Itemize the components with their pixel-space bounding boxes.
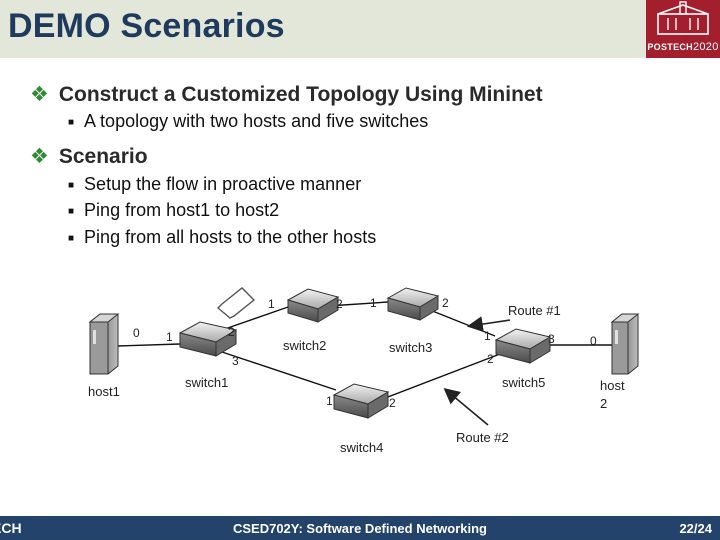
route2-pointer-icon [443, 387, 489, 426]
host2-label-line2: 2 [600, 396, 608, 411]
host1-icon [88, 313, 120, 375]
port-label: 2 [487, 352, 494, 366]
link-switch1-switch4 [221, 351, 337, 391]
square-bullet-icon: ■ [68, 117, 75, 128]
switch2-label: switch2 [283, 338, 327, 353]
square-bullet-icon: ■ [68, 206, 75, 217]
link-switch4-switch5 [379, 353, 501, 401]
page-number: 22/24 [679, 521, 712, 536]
switch5-icon [494, 328, 552, 364]
link-host1-switch1 [117, 343, 181, 347]
diamond-bullet-icon: ❖ [30, 83, 49, 106]
slide-footer: ECH CSED702Y: Software Defined Networkin… [0, 516, 720, 540]
bullet-text: Scenario [58, 145, 148, 168]
port-label: 0 [133, 326, 140, 340]
logo-name: POSTECH [647, 42, 693, 52]
switch3-icon [386, 287, 440, 321]
route1-pointer-icon [466, 316, 511, 333]
bullet-text: Construct a Customized Topology Using Mi… [58, 83, 543, 106]
port-label: 2 [442, 296, 449, 310]
switch4-label: switch4 [340, 440, 384, 455]
sub-bullet: ■ A topology with two hosts and five swit… [68, 111, 428, 132]
port-label: 3 [232, 354, 239, 368]
host2-icon [610, 313, 640, 375]
sub-bullet: ■ Setup the flow in proactive manner [68, 174, 361, 195]
switch5-label: switch5 [502, 375, 546, 390]
route1-label: Route #1 [508, 303, 561, 318]
slide-header: DEMO Scenarios POSTECH2020 [0, 0, 720, 58]
host2-label-line1: host [600, 378, 625, 393]
bullet-topology: ❖ Construct a Customized Topology Using M… [30, 82, 543, 107]
port-label: 3 [548, 332, 555, 346]
route-highlight-arrow-icon [216, 287, 256, 319]
sub-bullet-text: Setup the flow in proactive manner [84, 174, 362, 194]
diamond-bullet-icon: ❖ [30, 145, 49, 168]
postech-logo: POSTECH2020 [646, 0, 720, 58]
port-label: 2 [336, 297, 343, 311]
building-icon [657, 1, 709, 35]
sub-bullet: ■ Ping from host1 to host2 [68, 200, 279, 221]
port-label: 0 [590, 334, 597, 348]
switch4-icon [332, 383, 390, 419]
square-bullet-icon: ■ [68, 180, 75, 191]
route2-label: Route #2 [456, 430, 509, 445]
port-label: 1 [484, 329, 491, 343]
port-label: 1 [326, 394, 333, 408]
port-label: 2 [228, 325, 235, 339]
port-label: 1 [166, 330, 173, 344]
sub-bullet: ■ Ping from all hosts to the other hosts [68, 227, 376, 248]
port-label: 1 [268, 297, 275, 311]
slide-title: DEMO Scenarios [8, 7, 285, 45]
logo-wordmark: POSTECH2020 [646, 41, 720, 53]
course-title: CSED702Y: Software Defined Networking [232, 521, 488, 536]
switch1-label: switch1 [185, 375, 229, 390]
links [117, 301, 612, 401]
host1-label: host1 [88, 384, 120, 399]
link-switch1-switch2 [221, 306, 289, 331]
logo-year: 2020 [692, 41, 719, 53]
switch1-icon [178, 321, 238, 357]
port-label: 1 [370, 296, 377, 310]
port-label: 2 [389, 396, 396, 410]
topology-diagram [88, 287, 640, 426]
square-bullet-icon: ■ [68, 233, 75, 244]
switch3-label: switch3 [389, 340, 433, 355]
switch2-icon [286, 288, 340, 323]
footer-left-text: ECH [0, 520, 22, 536]
bullet-scenario: ❖ Scenario [30, 144, 148, 169]
sub-bullet-text: A topology with two hosts and five switc… [84, 111, 429, 131]
sub-bullet-text: Ping from all hosts to the other hosts [84, 227, 377, 247]
link-switch3-switch5 [429, 309, 496, 337]
sub-bullet-text: Ping from host1 to host2 [84, 200, 280, 220]
